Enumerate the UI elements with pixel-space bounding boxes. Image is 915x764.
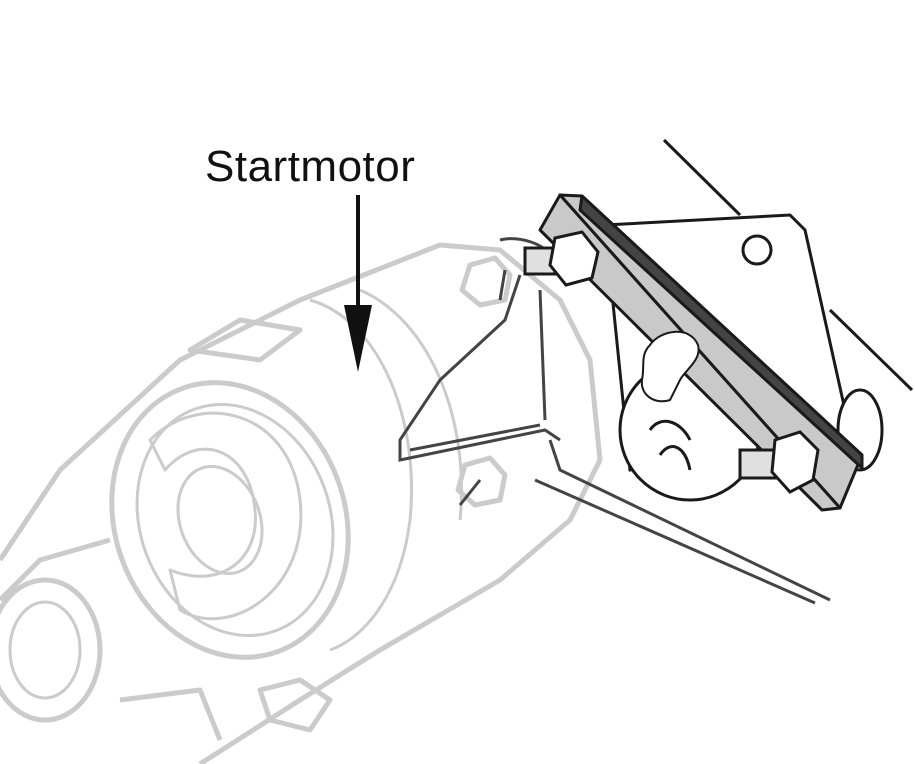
- line-right: [828, 308, 914, 392]
- line-top: [662, 138, 742, 217]
- bolt-top: [523, 230, 600, 287]
- arrow-down-icon: [344, 195, 372, 372]
- mounting-bracket: [398, 237, 831, 605]
- bolt-bottom: [738, 430, 820, 494]
- tool-plate: [538, 193, 864, 512]
- starter-motor-outline: [0, 242, 603, 764]
- startmotor-label: Startmotor: [205, 142, 416, 191]
